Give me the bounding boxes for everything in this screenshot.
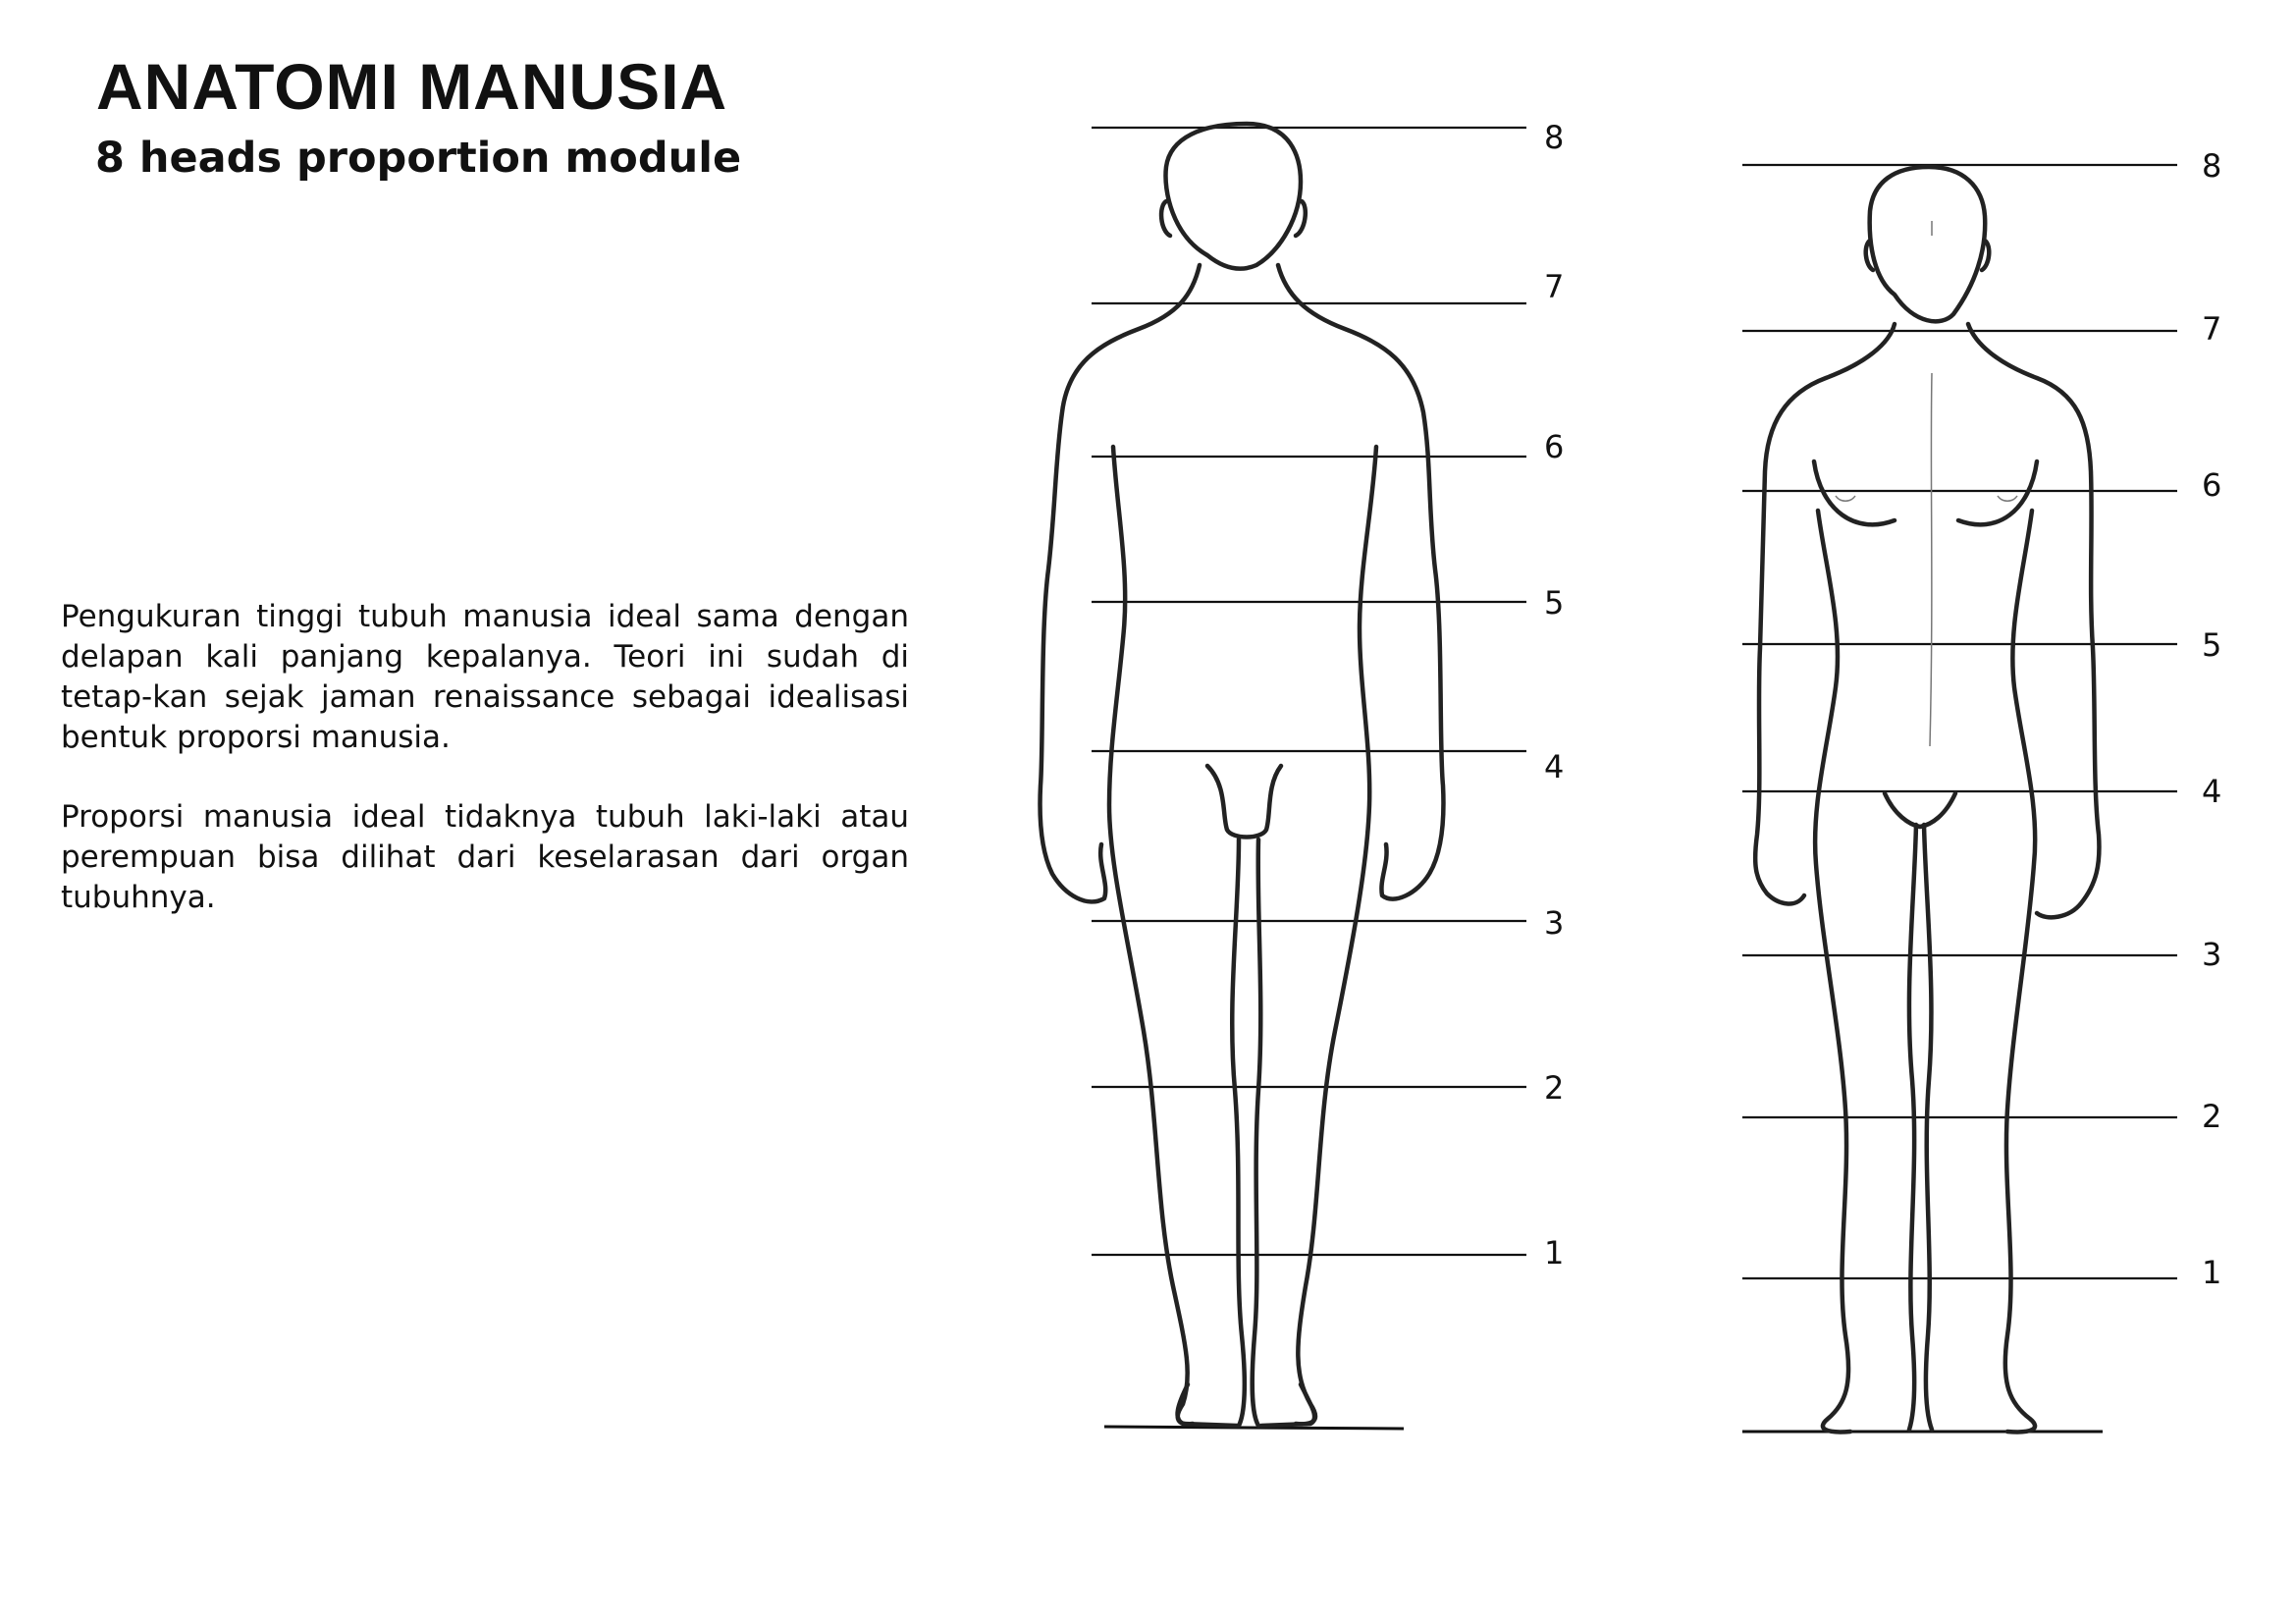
male-label-5: 5 — [1544, 584, 1564, 622]
female-breast-detail-left — [1836, 496, 1855, 501]
female-breast-detail-right — [1998, 496, 2017, 501]
female-arm-left — [1755, 324, 1895, 903]
male-figure: 8 7 6 5 4 3 2 1 — [1041, 119, 1565, 1429]
male-label-3: 3 — [1544, 904, 1564, 942]
male-label-4: 4 — [1544, 748, 1564, 785]
female-label-2: 2 — [2202, 1098, 2221, 1135]
male-label-8: 8 — [1544, 119, 1564, 156]
male-labels: 8 7 6 5 4 3 2 1 — [1544, 119, 1564, 1272]
female-labels: 8 7 6 5 4 3 2 1 — [2202, 147, 2221, 1291]
female-label-7: 7 — [2202, 310, 2221, 348]
female-label-3: 3 — [2202, 936, 2221, 973]
male-foot-left — [1178, 1384, 1237, 1426]
female-figure: 8 7 6 5 4 3 2 1 — [1742, 147, 2221, 1432]
female-label-6: 6 — [2202, 466, 2221, 504]
male-label-7: 7 — [1544, 268, 1564, 305]
male-inner-leg-right — [1253, 839, 1261, 1426]
male-groin — [1207, 766, 1281, 838]
male-neck-shoulder-left — [1041, 265, 1201, 901]
female-pelvis — [1885, 793, 1955, 827]
female-label-5: 5 — [2202, 626, 2221, 664]
female-label-1: 1 — [2202, 1254, 2221, 1291]
male-label-1: 1 — [1544, 1234, 1564, 1272]
male-label-6: 6 — [1544, 428, 1564, 465]
female-label-4: 4 — [2202, 773, 2221, 810]
female-head — [1870, 167, 1986, 321]
female-center-line — [1930, 221, 1932, 746]
female-inner-leg-right — [1924, 825, 1932, 1430]
female-breast-left — [1814, 461, 1895, 524]
male-body-drawing — [1041, 124, 1444, 1426]
female-torso-left — [1815, 511, 1850, 1432]
male-torso-right — [1296, 447, 1376, 1424]
male-inner-leg-left — [1232, 839, 1245, 1426]
male-label-2: 2 — [1544, 1069, 1564, 1107]
male-torso-left — [1109, 447, 1193, 1424]
male-ground-line — [1104, 1427, 1404, 1429]
female-guide-lines — [1742, 165, 2177, 1432]
female-breast-right — [1958, 461, 2037, 524]
female-inner-leg-left — [1909, 825, 1916, 1430]
female-label-8: 8 — [2202, 147, 2221, 185]
male-head — [1165, 124, 1301, 269]
female-torso-right — [2005, 511, 2035, 1432]
female-body-drawing — [1755, 167, 2099, 1432]
